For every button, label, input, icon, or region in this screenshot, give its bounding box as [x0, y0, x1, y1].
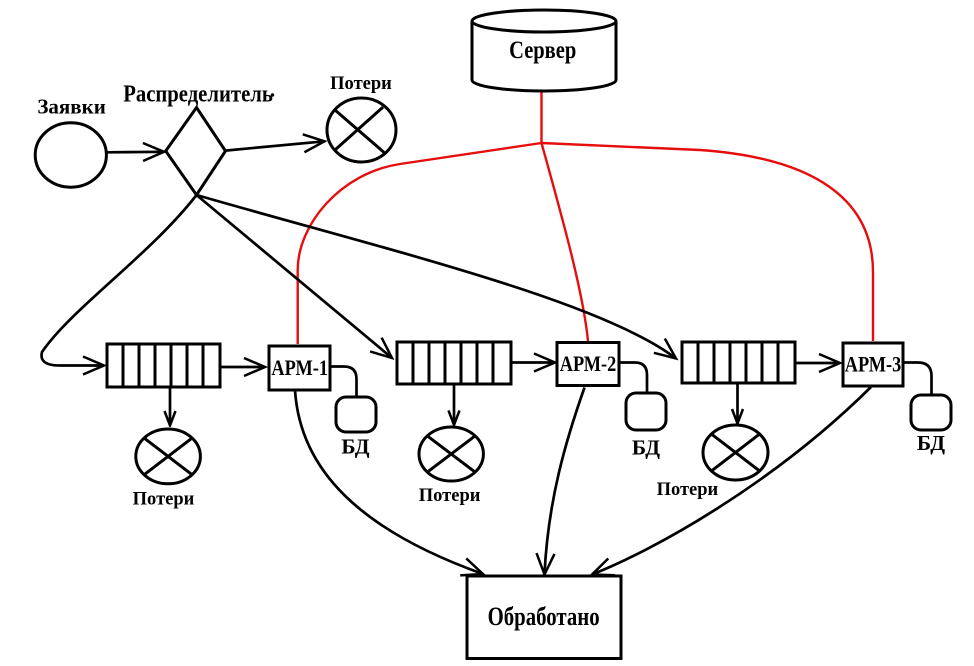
svg-text:Потери: Потери: [330, 74, 392, 94]
svg-text:БД: БД: [341, 435, 369, 459]
svg-text:Потери: Потери: [657, 480, 719, 500]
svg-text:АРМ-2: АРМ-2: [560, 353, 617, 377]
svg-text:Заявки: Заявки: [37, 95, 106, 119]
svg-text:Потери: Потери: [419, 486, 481, 506]
svg-text:Потери: Потери: [133, 490, 195, 510]
svg-text:АРМ-3: АРМ-3: [845, 353, 902, 377]
svg-text:АРМ-1: АРМ-1: [271, 357, 328, 381]
svg-text:БД: БД: [917, 431, 945, 455]
svg-text:Распределитель: Распределитель: [123, 80, 273, 107]
svg-text:Сервер: Сервер: [509, 36, 576, 65]
svg-text:БД: БД: [632, 436, 660, 460]
svg-text:Обработано: Обработано: [488, 603, 600, 632]
